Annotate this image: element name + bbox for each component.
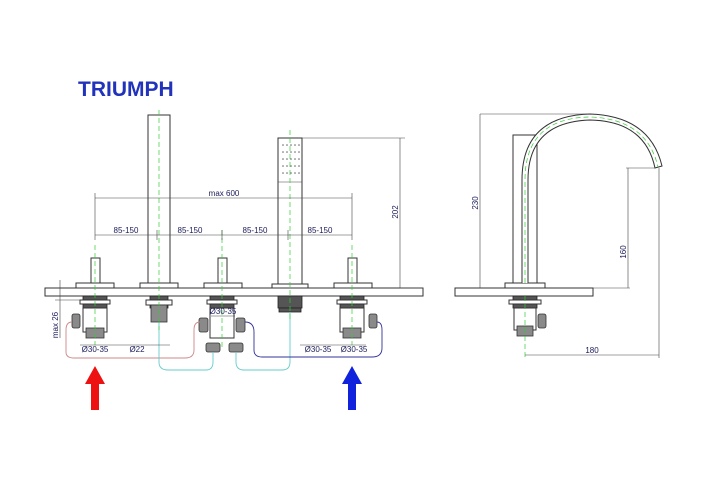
dim-max-600: max 600 [209, 189, 240, 198]
dim-diameter: Ø30-35 [305, 345, 332, 354]
dim-spacing: 85-150 [114, 226, 139, 235]
dim-180: 180 [585, 346, 599, 355]
dim-diverter: Ø30-35 [210, 307, 237, 316]
hot-water-arrow-icon [85, 366, 105, 410]
dim-spacing: 85-150 [178, 226, 203, 235]
hot-valve [71, 257, 115, 339]
cold-water-arrow-icon [342, 366, 362, 410]
dim-diameter: Ø22 [129, 345, 145, 354]
dim-202: 202 [391, 205, 400, 219]
dim-diameter: Ø30-35 [341, 345, 368, 354]
dim-max-26: max 26 [51, 311, 60, 338]
dim-spacing: 85-150 [243, 226, 268, 235]
side-view-drawing: 230 160 180 [454, 113, 663, 360]
dim-spacing: 85-150 [308, 226, 333, 235]
dim-230: 230 [471, 196, 480, 210]
cold-valve [333, 257, 378, 339]
product-title: TRIUMPH [78, 78, 174, 101]
dim-160: 160 [619, 245, 628, 259]
deck-plate [44, 287, 424, 297]
dim-diameter: Ø30-35 [82, 345, 109, 354]
